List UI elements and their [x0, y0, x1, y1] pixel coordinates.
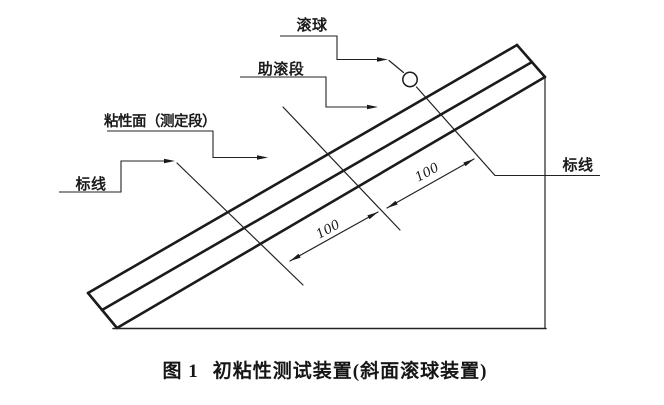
leader-adhesive-surface — [107, 130, 268, 160]
figure-caption-number: 图 1 — [162, 361, 199, 382]
dimension-upper-left-arrowhead — [387, 200, 398, 208]
board-right-end-edge — [515, 43, 547, 79]
leader-marking-left — [59, 158, 175, 193]
marking-line-middle — [282, 106, 401, 231]
leader-run-up-arrowhead — [367, 104, 378, 110]
marking-line-upper-above-ball — [388, 59, 405, 74]
label-run-up-section: 助滚段 — [258, 60, 305, 78]
leader-adhesive-arrowhead — [257, 155, 268, 160]
board-bottom-edge — [115, 75, 547, 330]
dimension-upper-line — [386, 158, 475, 209]
board-top-edge — [86, 43, 519, 295]
leader-marking-left-arrowhead — [164, 158, 175, 164]
board-left-end-edge — [86, 291, 119, 330]
inclined-board — [86, 43, 547, 330]
board-middle-line — [100, 60, 534, 312]
dimension-lower-line — [289, 211, 379, 262]
label-marking-line-right: 标线 — [561, 156, 593, 174]
marking-line-upper-below-ball — [415, 86, 496, 177]
rolling-ball — [402, 71, 418, 88]
dimension-upper-value: 100 — [413, 160, 442, 185]
label-marking-line-left: 标线 — [74, 175, 106, 193]
leader-ball — [280, 35, 388, 62]
label-adhesive-surface: 粘性面（测定段） — [104, 112, 216, 130]
leader-run-up — [240, 76, 378, 110]
label-ball: 滚球 — [296, 16, 328, 34]
dimension-lower-left-arrowhead — [290, 253, 301, 261]
dimension-lower-value: 100 — [314, 217, 343, 242]
figure-caption: 图 1 初粘性测试装置(斜面滚球装置) — [0, 356, 650, 383]
figure-caption-title: 初粘性测试装置(斜面滚球装置) — [212, 361, 488, 382]
marking-line-lower — [176, 162, 304, 286]
dimension-lower-right-arrowhead — [367, 212, 378, 220]
marking-line-upper — [388, 59, 496, 177]
dimension-upper-right-arrowhead — [463, 159, 474, 167]
dimension-run-up-section: 100 — [386, 158, 475, 209]
leader-ball-arrowhead — [377, 57, 388, 62]
